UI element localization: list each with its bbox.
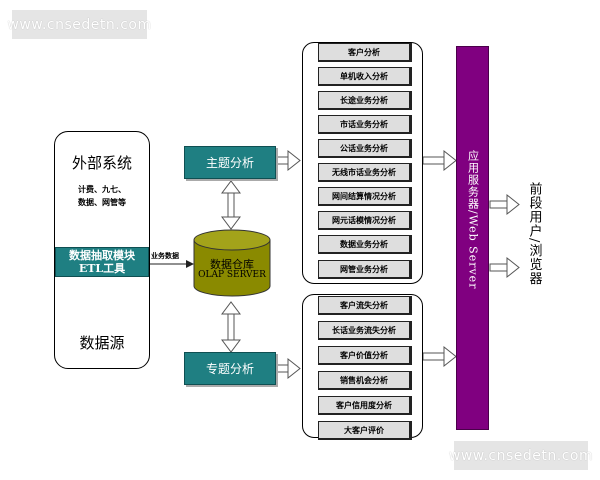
- application-server-label-wrap: 应用服务器/Web Server: [456, 150, 489, 330]
- special-analysis-box: 专题分析: [184, 352, 276, 385]
- special-item: 长话业务流失分析: [318, 321, 412, 340]
- watermark-top: www.cnsedetn.com: [7, 10, 151, 39]
- special-item: 客户信用度分析: [318, 396, 412, 415]
- arrow-special-to-list: [274, 357, 301, 380]
- theme-item: 单机收入分析: [318, 67, 412, 86]
- arrow-server-to-frontend-top: [489, 193, 520, 216]
- special-item: 销售机会分析: [318, 371, 412, 390]
- arrow-warehouse-theme: [221, 180, 241, 230]
- etl-module-box: 数据抽取模块 ETL工具: [55, 247, 149, 277]
- theme-analysis-box: 主题分析: [184, 146, 276, 179]
- etl-line1: 数据抽取模块: [69, 249, 135, 262]
- arrow-theme-list-to-server: [422, 149, 457, 172]
- data-source-footer: 数据源: [79, 334, 125, 352]
- theme-analysis-list-panel: 客户分析 单机收入分析 长途业务分析 市话业务分析 公话业务分析 无线市话业务分…: [302, 42, 423, 284]
- warehouse-line1: 数据仓库: [210, 258, 254, 271]
- special-item: 大客户评价: [318, 421, 412, 440]
- warehouse-line2: OLAP SERVER: [198, 270, 266, 280]
- theme-item: 公话业务分析: [318, 139, 412, 158]
- application-server-label: 应用服务器/Web Server: [466, 150, 480, 290]
- theme-item: 市话业务分析: [318, 115, 412, 134]
- theme-item: 数据业务分析: [318, 235, 412, 254]
- external-systems-title: 外部系统: [71, 154, 132, 172]
- frontend-label: 前段用户/浏览器: [526, 182, 542, 286]
- business-data-label: 业务数据: [151, 251, 179, 260]
- theme-item: 网元话模情况分析: [318, 211, 412, 230]
- theme-item: 网间结算情况分析: [318, 187, 412, 206]
- arrow-server-to-frontend-bottom: [489, 256, 520, 279]
- arrow-theme-to-list: [274, 149, 301, 172]
- warehouse-cylinder-shape: [193, 229, 271, 297]
- theme-item: 网管业务分析: [318, 260, 412, 279]
- special-item: 客户流失分析: [318, 296, 412, 315]
- watermark-bottom: www.cnsedetn.com: [449, 441, 593, 470]
- arrow-special-list-to-server: [422, 345, 457, 368]
- external-systems-line2: 数据、网管等: [78, 197, 126, 207]
- special-analysis-list-panel: 客户流失分析 长话业务流失分析 客户价值分析 销售机会分析 客户信用度分析 大客…: [302, 294, 423, 440]
- external-systems-line1: 计费、九七、: [78, 184, 126, 194]
- application-server-bar: [456, 46, 489, 430]
- arrow-warehouse-special: [221, 301, 241, 353]
- theme-item: 无线市话业务分析: [318, 163, 412, 182]
- special-item: 客户价值分析: [318, 346, 412, 365]
- etl-line2: ETL工具: [78, 262, 126, 275]
- theme-item: 长途业务分析: [318, 91, 412, 110]
- frontend-label-wrap: 前段用户/浏览器: [522, 182, 546, 302]
- arrow-etl-to-warehouse: [148, 260, 194, 268]
- theme-item: 客户分析: [318, 43, 412, 62]
